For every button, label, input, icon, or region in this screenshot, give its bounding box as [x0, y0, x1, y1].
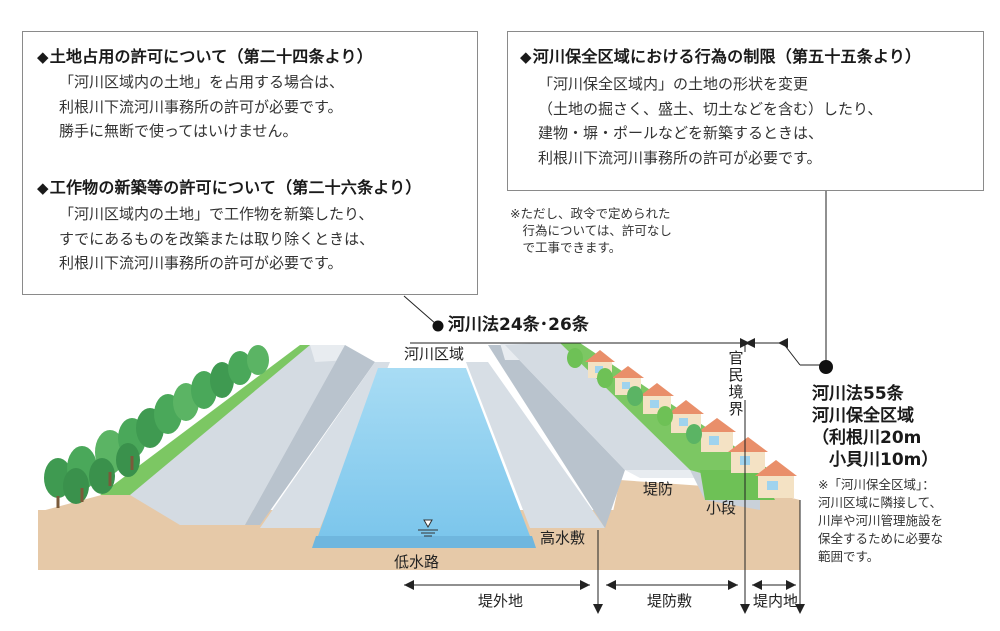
- trees-left: [44, 345, 269, 504]
- water-level-icon: [418, 519, 438, 537]
- left-levee-outer-slope: [130, 345, 345, 525]
- label-outside-levee: 堤外地: [478, 592, 524, 610]
- heading-structure-construction: ◆工作物の新築等の許可について（第二十六条より）: [37, 178, 422, 197]
- text-conservation-area: 「河川保全区域内」の土地の形状を変更 （土地の掘さく、盛土、切土などを含む）した…: [538, 75, 883, 167]
- label-high-water-bed: 高水敷: [540, 529, 586, 547]
- note-exemption: ※ただし、政令で定められた 行為については、許可なし で工事できます。: [510, 206, 672, 255]
- right-levee-inner-slope: [488, 345, 625, 528]
- label-law-24-26: 河川法24条･26条: [448, 315, 589, 335]
- permit-box-left: ◆土地占用の許可について（第二十四条より） 「河川区域内の土地」を占用する場合は…: [22, 31, 478, 295]
- label-inside-levee: 堤内地: [753, 592, 799, 610]
- diamond-icon: ◆: [520, 48, 532, 66]
- arrowheads: [404, 338, 805, 614]
- label-levee-site: 堤防敷: [647, 592, 693, 610]
- right-berm: [625, 470, 705, 478]
- note-conservation-area: ※「河川保全区域」： 河川区域に隣接して、 川岸や河川管理施設を 保全するために…: [818, 477, 944, 564]
- diamond-icon: ◆: [37, 179, 49, 197]
- tree-trunks: [56, 456, 134, 508]
- left-levee-inner-slope: [245, 345, 375, 525]
- label-levee: 堤防: [643, 480, 674, 498]
- right-levee-outer-slope: [505, 343, 690, 470]
- heading-land-occupancy: ◆土地占用の許可について（第二十四条より）: [37, 47, 373, 66]
- marker-dot-55: [819, 360, 833, 374]
- river-water: [318, 368, 530, 536]
- marker-dot-24-26: [432, 320, 444, 332]
- permit-box-right: ◆河川保全区域における行為の制限（第五十五条より） 「河川保全区域内」の土地の形…: [507, 31, 984, 191]
- right-high-water-bed: [466, 362, 605, 528]
- label-public-private-boundary: 官民境界: [728, 349, 744, 418]
- right-grass-lower: [700, 470, 775, 500]
- leader-lines: [403, 191, 827, 612]
- diamond-icon: ◆: [37, 48, 49, 66]
- text-land-occupancy: 「河川区域内の土地」を占用する場合は、 利根川下流河川事務所の許可が必要です。 …: [59, 73, 345, 140]
- channel-bottom: [312, 536, 536, 548]
- label-berm: 小段: [706, 499, 737, 517]
- houses-right: [567, 348, 797, 498]
- heading-conservation-area: ◆河川保全区域における行為の制限（第五十五条より）: [520, 47, 922, 66]
- label-river-area: 河川区域: [404, 345, 465, 363]
- left-high-water-bed: [260, 362, 390, 528]
- text-structure-construction: 「河川区域内の土地」で工作物を新築したり、 すでにあるものを改築または取り除くと…: [59, 205, 375, 272]
- label-low-water-channel: 低水路: [394, 553, 440, 571]
- label-law-55: 河川法55条 河川保全区域 （利根川20m 小貝川10m）: [812, 384, 939, 470]
